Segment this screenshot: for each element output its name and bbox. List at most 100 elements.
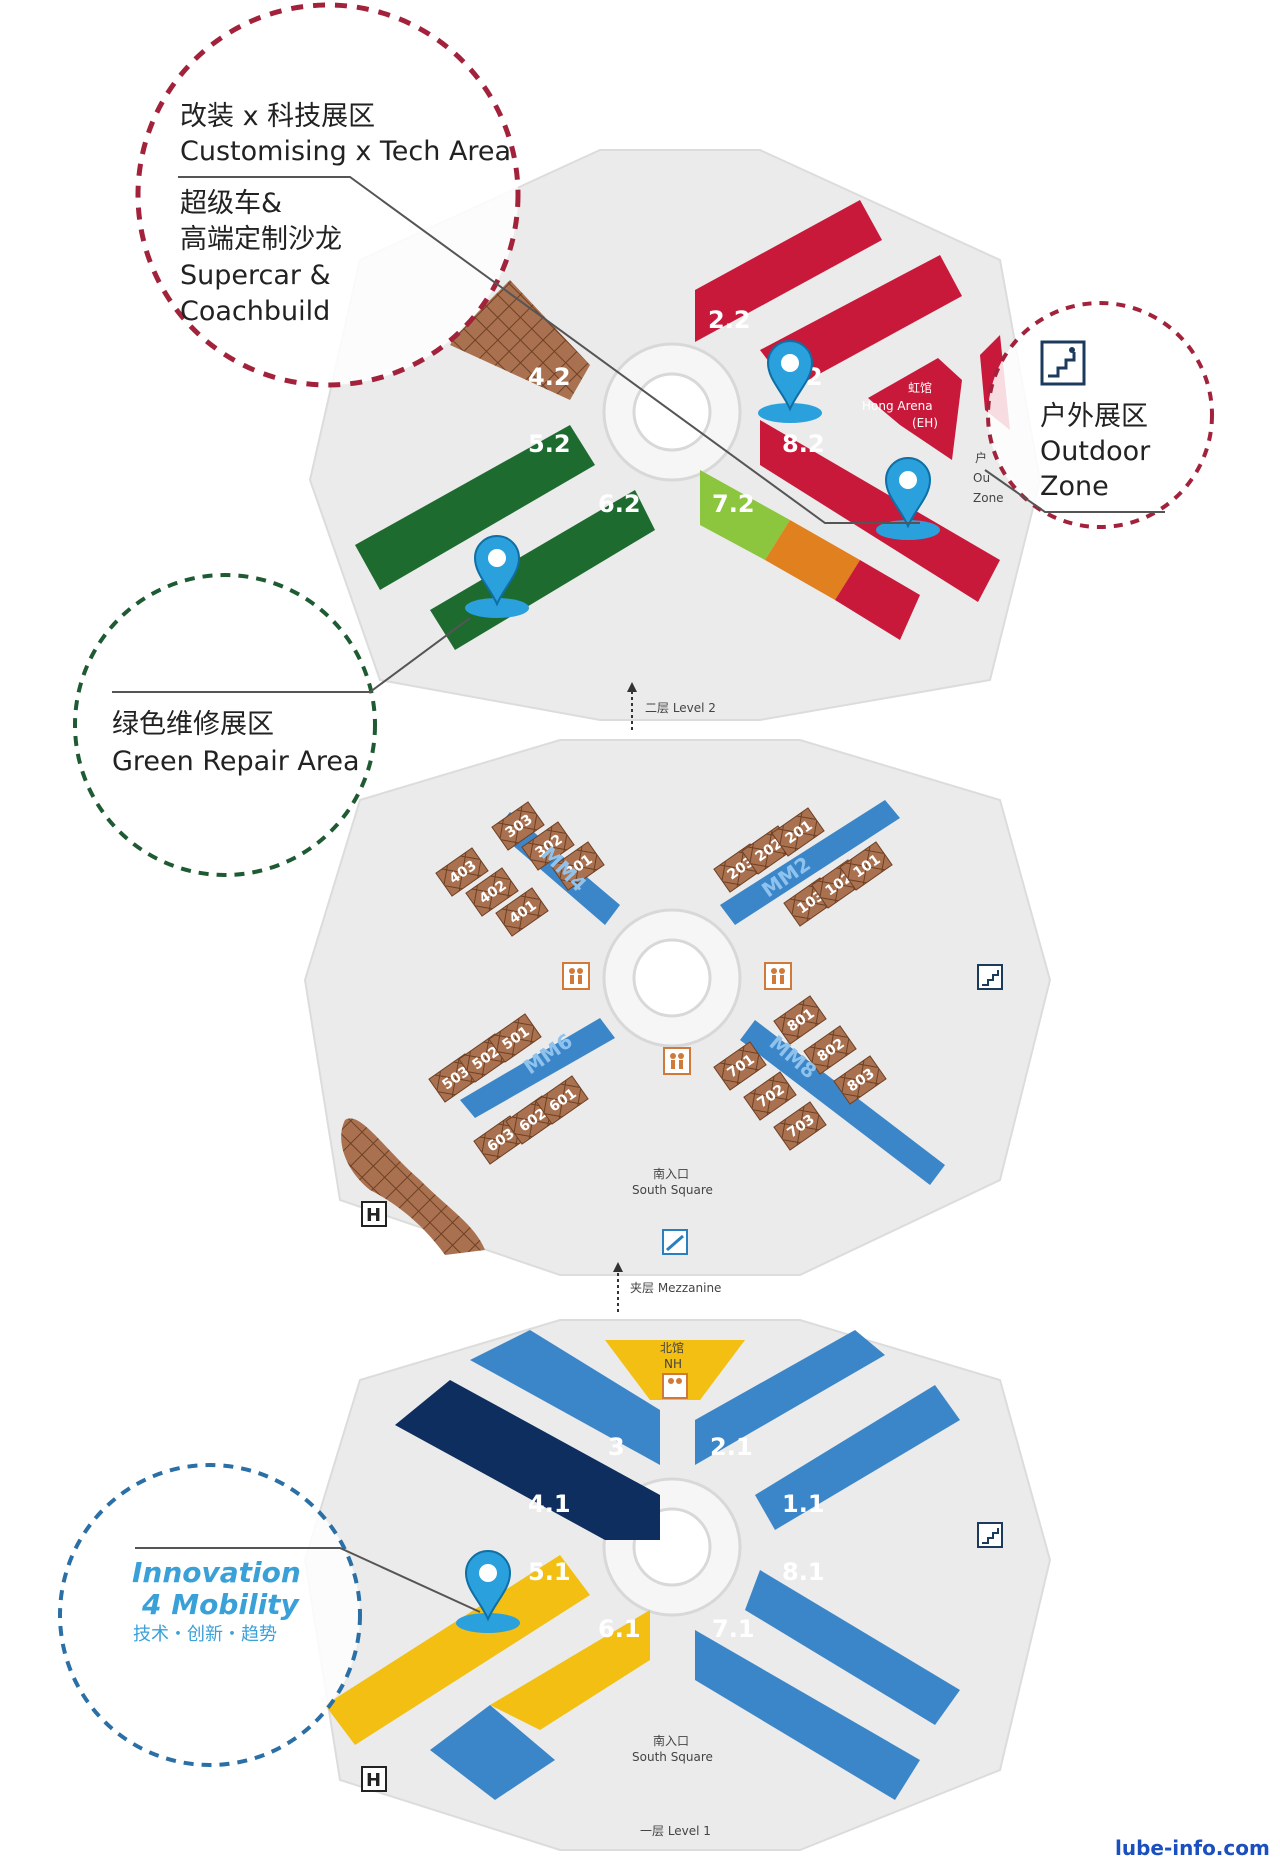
callout-supercar-zh2: 高端定制沙龙 (180, 224, 342, 255)
hall-label-2.1: 2.1 (710, 1433, 753, 1461)
callout-customising-en: Customising x Tech Area (180, 136, 511, 167)
north-hall[interactable] (605, 1340, 745, 1400)
callout-circle-innovation (58, 1463, 362, 1767)
hall-2.1[interactable] (695, 1330, 885, 1465)
watermark: lube-info.com (1115, 1836, 1270, 1860)
mezzanine-room[interactable]: 601 (535, 1075, 589, 1125)
mezz-south-zh: 南入口 (653, 1166, 689, 1181)
hall-label-7.2: 7.2 (712, 490, 755, 518)
mezzanine-lattice-area (341, 1118, 485, 1255)
innovation-title: Innovation (132, 1556, 301, 1589)
hall-4.1[interactable] (395, 1380, 660, 1540)
room-tile (773, 995, 827, 1045)
l1-south-en: South Square (632, 1750, 713, 1764)
hall-label-6.2: 6.2 (598, 490, 641, 518)
restroom-icon (562, 962, 590, 990)
room-tile (535, 1075, 589, 1125)
mezzanine-room[interactable]: 802 (803, 1025, 857, 1075)
room-tile (839, 841, 893, 891)
hall-label-6.1: 6.1 (598, 1615, 641, 1643)
outdoor-small-zh: 户 (975, 450, 987, 465)
room-tile (833, 1055, 887, 1105)
stairs-icon (977, 1522, 1003, 1548)
mezzanine-room[interactable]: 702 (743, 1071, 797, 1121)
callout-outdoor-en2: Zone (1040, 471, 1109, 502)
hall-7.2-orange[interactable] (765, 520, 860, 600)
hospital-badge-label: H (366, 1770, 381, 1791)
callout-circle-customising (135, 2, 521, 388)
callout-circle-green (73, 573, 377, 877)
room-tile (495, 887, 549, 937)
callout-supercar-en1: Supercar & (180, 260, 331, 291)
hall-label-1.1: 1.1 (782, 1490, 825, 1518)
callout-leader-customising (178, 176, 920, 524)
outdoor-small-en: Ou (973, 471, 990, 485)
room-tile (521, 821, 575, 871)
hall-4.2[interactable] (450, 280, 590, 400)
hall-label-8.1: 8.1 (782, 1558, 825, 1586)
north-hall-zh: 北馆 (660, 1340, 684, 1355)
restroom-icon (662, 1373, 688, 1399)
outdoor-small-zone: Zone (973, 491, 1004, 505)
hall-3[interactable] (470, 1330, 660, 1465)
hall-5.2[interactable] (355, 425, 595, 590)
mm8-band[interactable] (740, 1020, 945, 1185)
hall-label-2.2: 2.2 (708, 306, 751, 334)
hall-7.1[interactable] (695, 1630, 920, 1800)
north-hall-code: NH (664, 1357, 682, 1371)
hong-arena[interactable] (868, 358, 962, 460)
mezzanine-room[interactable]: 302 (521, 821, 575, 871)
level1-label: 一层 Level 1 (640, 1824, 711, 1838)
room-tile (773, 1101, 827, 1151)
callout-green-en: Green Repair Area (112, 746, 360, 777)
hall-8.1[interactable] (745, 1570, 960, 1725)
level2-arrow-icon (627, 682, 637, 730)
mm6-band[interactable] (460, 1018, 615, 1118)
callout-outdoor-en1: Outdoor (1040, 436, 1151, 467)
hall-2.2[interactable] (695, 200, 882, 342)
room-tile (435, 847, 489, 897)
hall-7.2-red[interactable] (835, 560, 920, 640)
mezzanine-room[interactable]: 303 (491, 801, 545, 851)
callout-leader-green (112, 617, 471, 693)
hall-6.1[interactable] (490, 1610, 650, 1730)
hall-label-8.2: 8.2 (782, 430, 825, 458)
hall-label-4.1: 4.1 (528, 1490, 571, 1518)
l1-south-zh: 南入口 (653, 1733, 689, 1748)
hong-arena-code: (EH) (912, 416, 938, 430)
room-tile (743, 1071, 797, 1121)
hall-5.1[interactable] (325, 1555, 590, 1745)
hall-label-3: 3 (608, 1433, 625, 1461)
callout-green-zh: 绿色维修展区 (112, 709, 274, 740)
restroom-icon (663, 1047, 691, 1075)
callout-customising-zh: 改装 x 科技展区 (180, 101, 375, 132)
room-tile (551, 841, 605, 891)
callout-leader-innovation (135, 1547, 481, 1613)
escalator-icon (662, 1229, 688, 1255)
hospital-badge-label: H (366, 1205, 381, 1226)
room-tile (713, 1041, 767, 1091)
stairs-icon (977, 964, 1003, 990)
mezzanine-arrow-icon (613, 1262, 623, 1312)
hall-label-5.1: 5.1 (528, 1558, 571, 1586)
hall-label-5.2: 5.2 (528, 430, 571, 458)
innovation-subtitle: 4 Mobility (141, 1588, 301, 1621)
level1-map (303, 1319, 1052, 1851)
hall-1.1[interactable] (755, 1385, 960, 1530)
outdoor-stairs-icon (1040, 340, 1086, 386)
hospital-icon: H (361, 1201, 387, 1227)
level2-label: 二层 Level 2 (645, 701, 716, 715)
mm2-band[interactable] (720, 800, 900, 925)
mezzanine-label: 夹层 Mezzanine (630, 1281, 721, 1295)
hall-8.2[interactable] (760, 420, 1000, 602)
innovation-tagline: 技术・创新・趋势 (133, 1624, 277, 1645)
mezzanine-hub-inner (632, 938, 712, 1018)
hall-6.1-blue[interactable] (430, 1705, 555, 1800)
room-tile (771, 807, 825, 857)
hong-arena-zh: 虹馆 (908, 380, 932, 395)
room-tile (488, 1013, 542, 1063)
hall-7.2[interactable] (700, 470, 790, 560)
callout-outdoor-zh: 户外展区 (1040, 401, 1148, 432)
